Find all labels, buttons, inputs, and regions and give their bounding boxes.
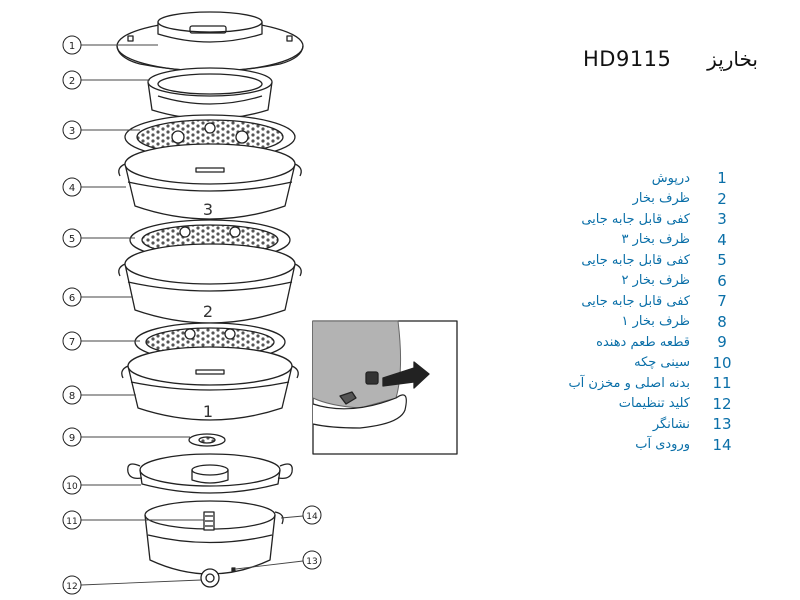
callout-4-label: 4 [69,183,75,194]
legend-item: کفی قابل جابه جایی 5 [520,250,742,271]
legend-item-number: 3 [717,210,727,229]
legend-item-name: قطعه طعم دهنده [596,334,690,350]
legend-item-name: ظرف بخار ۳ [621,232,691,248]
legend-item-name: کفی قابل جابه جایی [581,252,690,268]
callout-13-label: 13 [306,557,317,567]
lid-part [116,11,304,72]
legend-item-number: 11 [712,374,732,393]
tier-label-3: 3 [203,200,213,219]
callout-5: 5 [62,228,82,248]
callout-6: 6 [62,287,82,307]
tier-label-2: 2 [203,302,213,321]
aroma-infuser-part [188,433,226,447]
base-part [144,500,284,588]
legend-item: بدنه اصلی و مخزن آب 11 [520,373,742,394]
legend-item-name: بدنه اصلی و مخزن آب [568,375,690,391]
legend-item-name: ظرف بخار ۱ [621,314,691,330]
legend-item: سینی چکه 10 [520,353,742,374]
legend-item: کفی قابل جابه جایی 3 [520,209,742,230]
callout-5-label: 5 [69,234,75,245]
legend-item-name: کفی قابل جابه جایی [581,293,690,309]
legend-item-name: کفی قابل جابه جایی [581,211,690,227]
callout-1-label: 1 [69,41,75,52]
legend-item-number: 1 [717,169,727,188]
rice-bowl-part [147,67,273,120]
legend-item-name: سینی چکه [634,355,690,371]
callout-6-label: 6 [69,293,75,304]
model-number: HD9115 [583,47,672,71]
legend-item-name: کلید تنظیمات [618,396,690,412]
legend-item-number: 8 [717,312,727,331]
legend-item-name: ظرف بخار [632,191,690,207]
legend-item: ظرف بخار ۳ 4 [520,230,742,251]
legend-item-number: 5 [717,251,727,270]
legend-item: کفی قابل جابه جایی 7 [520,291,742,312]
callout-leader-lines [80,44,304,586]
callout-3: 3 [62,120,82,140]
legend-item-number: 12 [712,394,732,413]
callout-7-label: 7 [69,337,75,348]
callout-14: 14 [302,505,322,525]
legend-item-name: ظرف بخار ۲ [621,273,691,289]
parts-legend: درپوش 1 ظرف بخار 2 کفی قابل جابه جایی 3 ظرف… [520,168,742,455]
callout-12-label: 12 [66,582,77,592]
callout-9: 9 [62,427,82,447]
callout-2-label: 2 [69,76,75,87]
legend-item: ظرف بخار ۱ 8 [520,312,742,333]
water-inlet-inset [312,320,458,455]
steam-basket-2 [118,243,302,324]
legend-item-name: ورودی آب [635,437,690,453]
legend-item-name: نشانگر [652,416,690,432]
drip-tray-part [127,453,293,494]
legend-item: درپوش 1 [520,168,742,189]
callout-4: 4 [62,177,82,197]
legend-item: قطعه طعم دهنده 9 [520,332,742,353]
callout-12: 12 [62,575,82,595]
legend-item-number: 2 [717,189,727,208]
callout-10-label: 10 [66,482,78,492]
callout-2: 2 [62,70,82,90]
legend-item: ظرف بخار 2 [520,189,742,210]
legend-item-name: درپوش [651,170,690,186]
callout-11-label: 11 [66,517,77,527]
callout-1: 1 [62,35,82,55]
callout-14-label: 14 [306,512,318,522]
legend-item-number: 10 [712,353,732,372]
callout-3-label: 3 [69,126,75,137]
legend-item-number: 14 [712,435,732,454]
callout-8: 8 [62,385,82,405]
tier-label-1: 1 [203,402,213,421]
legend-item-number: 13 [712,415,732,434]
legend-item: کلید تنظیمات 12 [520,394,742,415]
callout-13: 13 [302,550,322,570]
callouts: 1 2 3 4 5 6 7 8 9 10 11 12 13 14 [62,35,322,595]
legend-item-number: 6 [717,271,727,290]
callout-9-label: 9 [69,433,75,444]
legend-item: ورودی آب 14 [520,435,742,456]
legend-item-number: 9 [717,333,727,352]
callout-10: 10 [62,475,82,495]
legend-item-number: 7 [717,292,727,311]
steam-basket-3 [118,143,302,220]
legend-item: ظرف بخار ۲ 6 [520,271,742,292]
steam-basket-1 [121,346,299,421]
legend-item: نشانگر 13 [520,414,742,435]
callout-7: 7 [62,331,82,351]
callout-11: 11 [62,510,82,530]
product-title: بخارپز [707,47,758,71]
callout-8-label: 8 [69,391,75,402]
legend-item-number: 4 [717,230,727,249]
